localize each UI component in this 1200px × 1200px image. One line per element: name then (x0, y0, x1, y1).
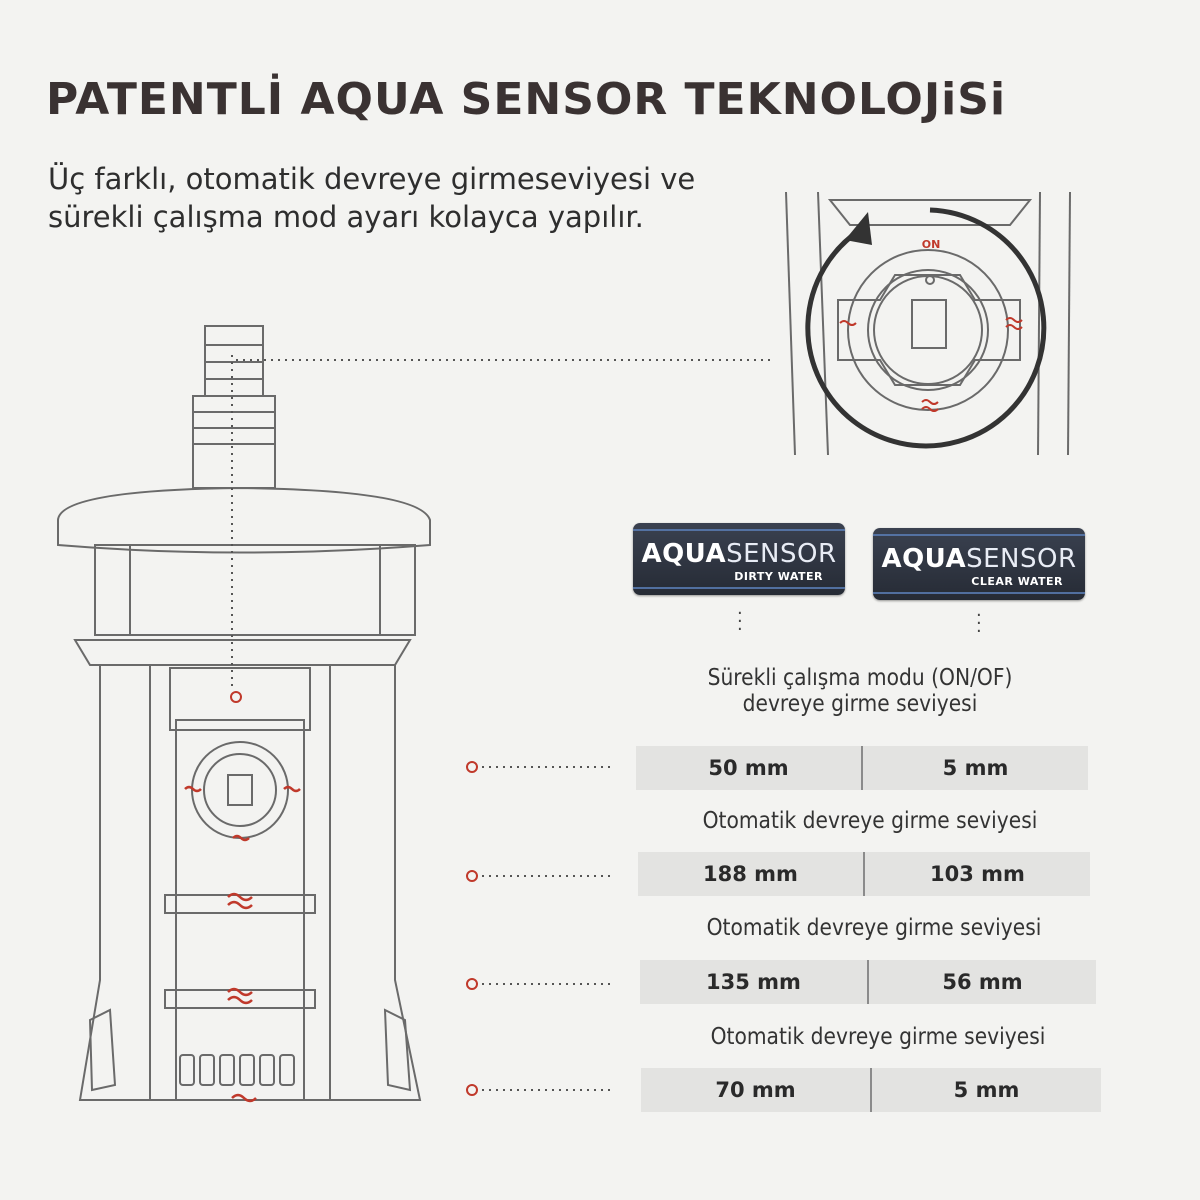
dirty-value: 70 mm (715, 1078, 796, 1102)
level-row: 70 mm 5 mm (641, 1068, 1101, 1112)
dial-wave-icons (839, 317, 1023, 412)
pump-top-cap (57, 486, 431, 554)
clear-value: 56 mm (942, 970, 1023, 994)
page-title: PATENTLİ AQUA SENSOR TEKNOLOJiSi (46, 74, 1007, 125)
dirty-value: 135 mm (706, 970, 801, 994)
level-label: Sürekli çalışma modu (ON/OF) devreye gir… (707, 665, 1013, 717)
dirty-value: 188 mm (703, 862, 798, 886)
dial-ring (847, 249, 1009, 411)
badge-brand: AQUASENSOR (881, 544, 1077, 574)
badge-brand: AQUASENSOR (641, 539, 837, 569)
rotation-arrow (805, 207, 1047, 449)
dots-dirty: ··· (737, 603, 743, 640)
intro-line-1: Üç farklı, otomatik devreye girmeseviyes… (48, 162, 696, 196)
badge-mode: DIRTY WATER (734, 570, 823, 583)
badge-dirty-water: AQUASENSOR DIRTY WATER (633, 523, 845, 595)
level-markers (466, 761, 610, 1096)
level-label: Otomatik devreye girme seviyesi (706, 915, 1042, 941)
level-label: Otomatik devreye girme seviyesi (702, 808, 1038, 834)
arrow-head (845, 212, 872, 245)
level-row: 188 mm 103 mm (638, 852, 1090, 896)
marker-top (230, 691, 242, 703)
dial-knob (911, 299, 947, 349)
clear-value: 103 mm (930, 862, 1025, 886)
clear-value: 5 mm (953, 1078, 1020, 1102)
dial-on-label: ON (922, 238, 941, 251)
badge-clear-water: AQUASENSOR CLEAR WATER (873, 528, 1085, 600)
clear-value: 5 mm (942, 756, 1009, 780)
level-row: 135 mm 56 mm (640, 960, 1096, 1004)
level-row: 50 mm 5 mm (636, 746, 1088, 790)
intro-line-2: sürekli çalışma mod ayarı kolayca yapılı… (48, 200, 644, 234)
level-label: Otomatik devreye girme seviyesi (710, 1024, 1046, 1050)
dirty-value: 50 mm (708, 756, 789, 780)
wave-marks (184, 785, 301, 1103)
intro-text: Üç farklı, otomatik devreye girmeseviyes… (48, 160, 808, 236)
pump-vents (179, 1054, 295, 1086)
badge-mode: CLEAR WATER (971, 575, 1063, 588)
dots-clear: ··· (976, 605, 982, 642)
